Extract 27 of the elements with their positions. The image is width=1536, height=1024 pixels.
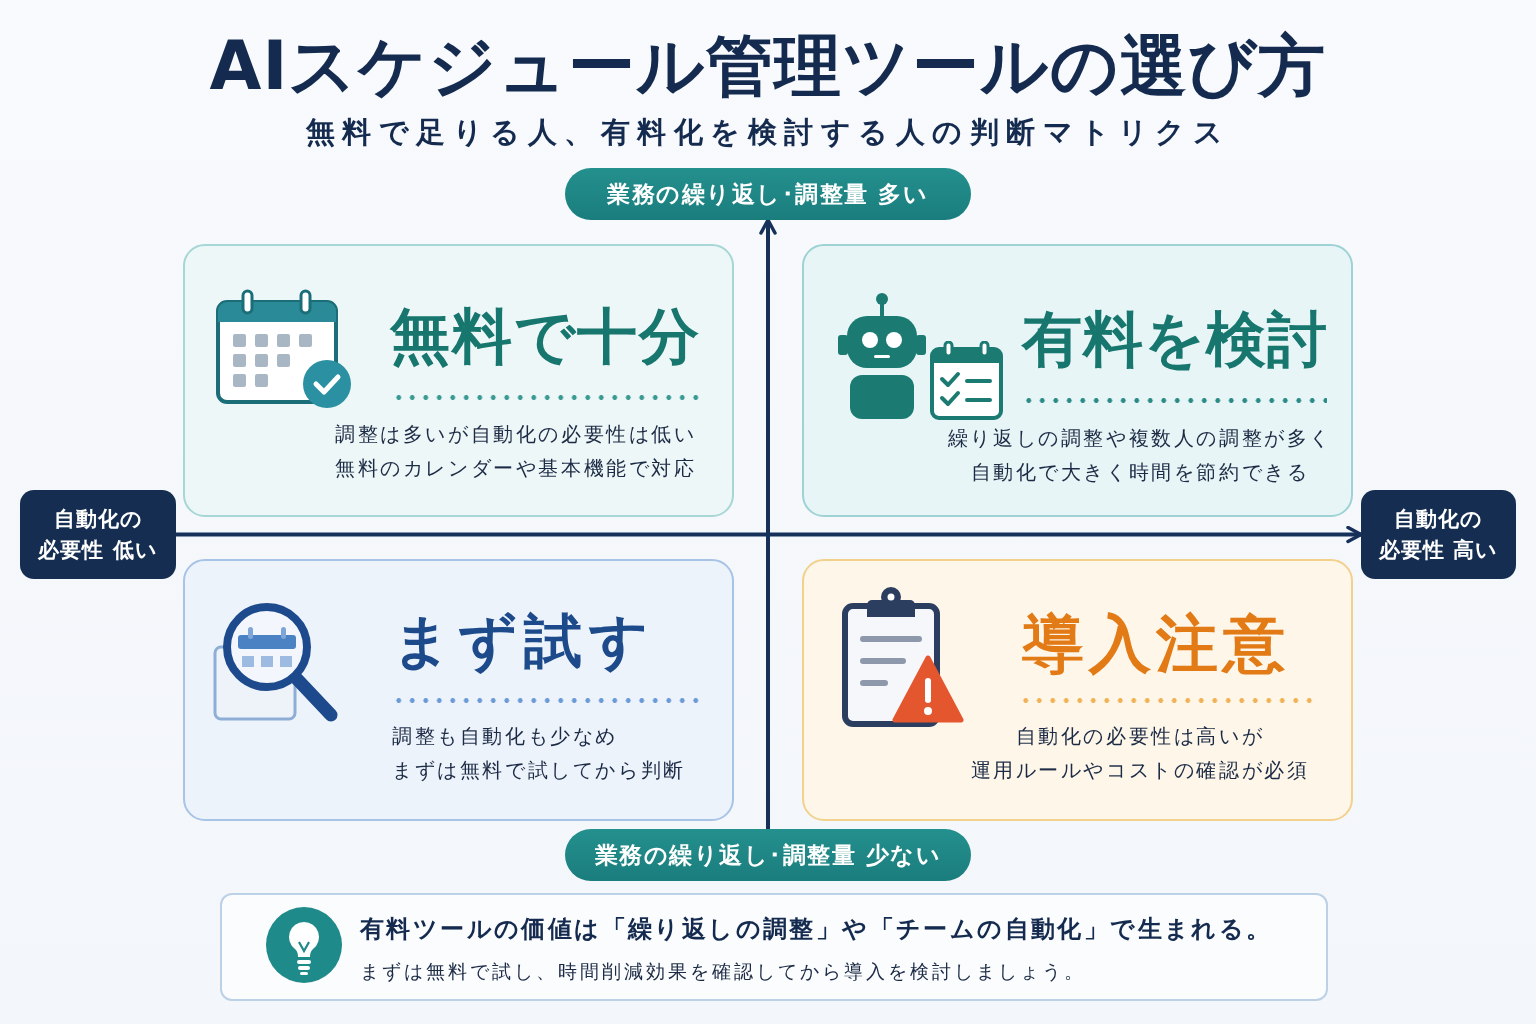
axis-label-pill: 業務の繰り返し･調整量 多い (565, 168, 971, 220)
axis-label-pill: 自動化の 必要性 高い (1361, 490, 1516, 579)
note-card (220, 893, 1328, 1001)
axis-arrow (176, 525, 1363, 544)
quadrant-heading: 導入注意 (1022, 607, 1290, 682)
description-text: 繰り返しの調整や複数人の調整が多く (946, 425, 1334, 452)
main-title: AIスケジュール管理ツールの選び方 (208, 26, 1328, 107)
description-text: 自動化で大きく時間を節約できる (969, 459, 1311, 486)
axis-label-pill: 自動化の 必要性 低い (20, 490, 176, 579)
quadrant-heading: 無料で十分 (390, 300, 701, 372)
note-headline: 有料ツールの価値は「繰り返しの調整」や「チームの自動化」で生まれる。 (360, 914, 1273, 945)
quadrant-card (802, 244, 1353, 517)
axis-label-pill: 業務の繰り返し･調整量 少ない (565, 829, 971, 881)
quadrant-card (183, 559, 734, 821)
description-text: 調整は多いが自動化の必要性は低い (335, 421, 698, 448)
quadrant-card (183, 244, 734, 517)
description-text: 自動化の必要性は高いが (1014, 723, 1266, 750)
quadrant-card (802, 559, 1353, 821)
subtitle: 無料で足りる人、有料化を検討する人の判断マトリクス (304, 114, 1232, 151)
note-text: まずは無料で試し、時間削減効果を確認してから導入を検討しましょう。 (360, 959, 1086, 984)
description-text: 調整も自動化も少なめ (392, 723, 619, 750)
description-text: 運用ルールやコストの確認が必須 (969, 757, 1311, 784)
quadrant-heading: 有料を検討 (1022, 303, 1328, 375)
quadrant-heading: まず試す (392, 607, 655, 677)
description-text: 無料のカレンダーや基本機能で対応 (335, 455, 698, 482)
axis-arrow (759, 218, 777, 829)
description-text: まずは無料で試してから判断 (392, 757, 687, 784)
